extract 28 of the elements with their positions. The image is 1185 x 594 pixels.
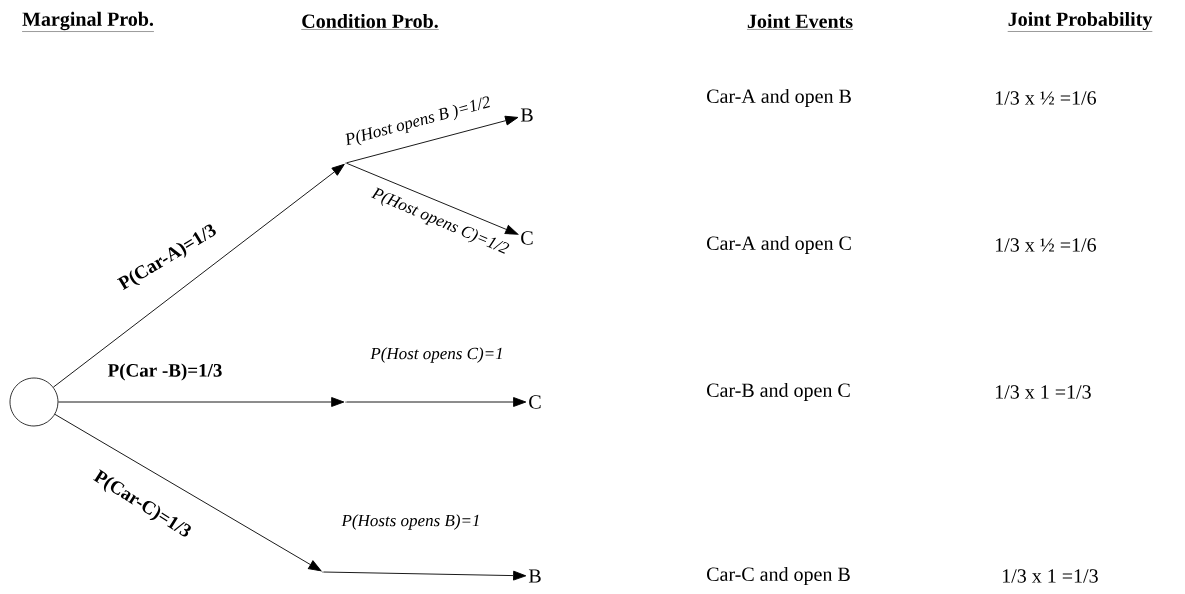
arrow [52, 163, 345, 388]
outcome-label: C [521, 231, 533, 245]
table-cell: 1/3 x 1 =1/3 [1002, 569, 1098, 583]
table-cell: Car-A and open B [707, 88, 851, 108]
arrow [346, 115, 519, 164]
arrow [54, 413, 322, 572]
arrow [323, 570, 527, 581]
outcome-label: C [529, 395, 541, 409]
edge-label: P(Host opens C)=1 [370, 347, 502, 363]
edge-label: P(Car -B)=1/3 [107, 363, 222, 381]
column-heading: Joint Probability [1007, 11, 1153, 32]
table-cell: 1/3 x ½ =1/6 [995, 91, 1096, 105]
arrow [346, 162, 519, 235]
table-cell: Car-A and open C [707, 235, 851, 255]
edge-label: P(Host opens B )=1/2 [345, 96, 490, 146]
table-cell: Car-C and open B [707, 566, 850, 586]
column-heading: Condition Prob. [301, 13, 439, 30]
column-heading: Joint Events [746, 13, 854, 30]
table-cell: 1/3 x ½ =1/6 [995, 238, 1096, 252]
table-cell: 1/3 x 1 =1/3 [995, 385, 1091, 399]
arrow [57, 397, 345, 407]
column-heading: Marginal Prob. [21, 11, 155, 32]
table-cell: Car-B and open C [707, 382, 850, 402]
arrow [346, 397, 527, 407]
root-circle [9, 377, 59, 427]
edge-label: P(Hosts opens B)=1 [341, 514, 479, 530]
outcome-label: B [528, 569, 541, 583]
outcome-label: B [520, 108, 533, 122]
